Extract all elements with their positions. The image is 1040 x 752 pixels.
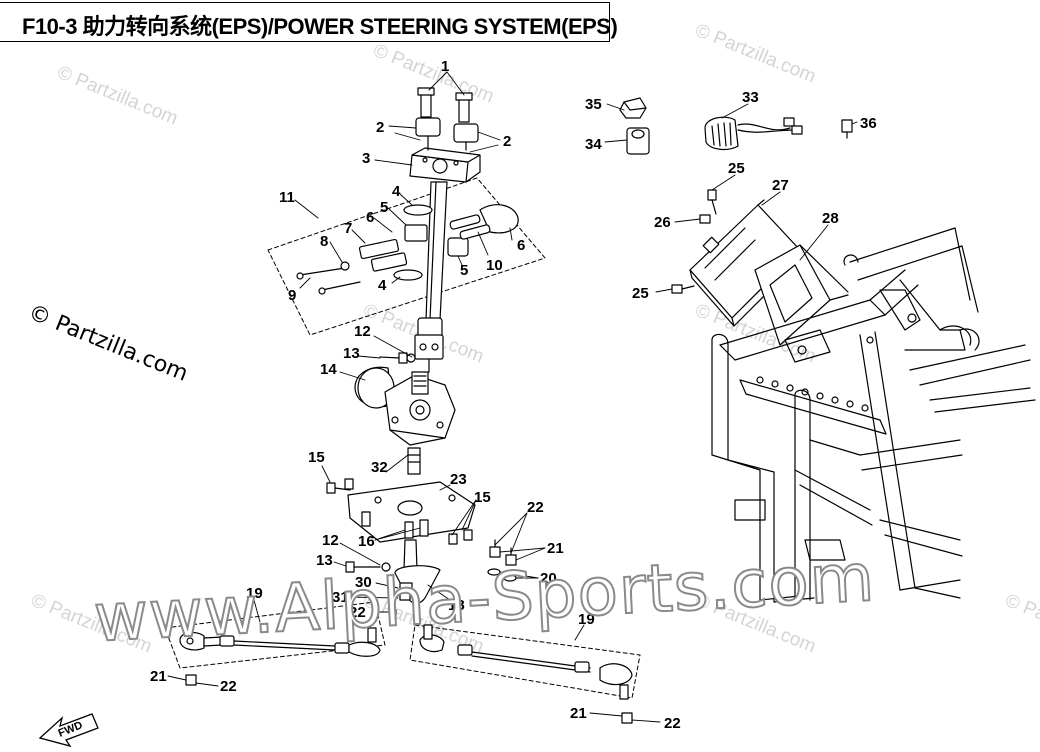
callout-9: 9 [288, 287, 296, 304]
pitman-arm [394, 539, 441, 621]
callout-20: 20 [540, 570, 557, 587]
tie-rod-left [179, 627, 381, 686]
callout-1: 1 [441, 58, 449, 75]
callout-2: 2 [503, 133, 511, 150]
callout-18: 18 [448, 597, 465, 614]
callout-15: 15 [474, 489, 491, 506]
callout-30: 30 [355, 574, 372, 591]
part-group-19-left-outline [164, 601, 386, 669]
callout-7: 7 [344, 220, 352, 237]
callout-32: 32 [371, 459, 388, 476]
callout-22: 22 [527, 499, 544, 516]
column-clamp-parts [296, 204, 519, 295]
callout-6: 6 [517, 237, 525, 254]
callout-16: 16 [358, 533, 375, 550]
callout-2: 2 [376, 119, 384, 136]
callout-22: 22 [349, 604, 366, 621]
callout-3: 3 [362, 150, 370, 167]
callout-21: 21 [547, 540, 564, 557]
pitman-bolts [345, 561, 391, 573]
callout-31: 31 [332, 589, 349, 606]
callout-36: 36 [860, 115, 877, 132]
part-35-cap [619, 97, 647, 119]
callout-12: 12 [322, 532, 339, 549]
vehicle-frame [711, 227, 1036, 603]
callout-6: 6 [366, 209, 374, 226]
universal-joint [414, 317, 444, 373]
callout-23: 23 [450, 471, 467, 488]
leader-lines [167, 71, 858, 723]
callout-35: 35 [585, 96, 602, 113]
callout-27: 27 [772, 177, 789, 194]
callout-13: 13 [343, 345, 360, 362]
callout-5: 5 [460, 262, 468, 279]
callout-33: 33 [742, 89, 759, 106]
part-group-19-right-outline [409, 624, 641, 699]
callout-21: 21 [150, 668, 167, 685]
eps-motor-unit [354, 366, 456, 475]
callout-11: 11 [279, 189, 295, 206]
steering-column [409, 147, 481, 321]
callout-26: 26 [654, 214, 671, 231]
plate-bolts-15 [326, 478, 473, 545]
callout-8: 8 [320, 233, 328, 250]
part-34-grommet [626, 127, 650, 155]
callout-22: 22 [220, 678, 237, 695]
callout-12: 12 [354, 323, 371, 340]
eps-bracket [754, 244, 849, 346]
callout-19: 19 [246, 585, 263, 602]
eps-mount-plate [347, 481, 476, 543]
callout-14: 14 [320, 361, 337, 378]
callout-15: 15 [308, 449, 325, 466]
column-mount-bolts [415, 87, 479, 151]
callout-22: 22 [664, 715, 681, 732]
callout-25: 25 [728, 160, 745, 177]
part-group-11-outline [267, 177, 546, 336]
callout-13: 13 [316, 552, 333, 569]
callout-labels: 1 2 2 3 4 4 5 5 6 6 7 8 9 10 11 12 12 13… [150, 58, 877, 732]
part-36-clip [841, 119, 853, 139]
fwd-arrow: FWD [38, 713, 99, 748]
callout-4: 4 [392, 183, 401, 200]
callout-4: 4 [378, 277, 387, 294]
callout-19: 19 [578, 611, 595, 628]
callout-34: 34 [585, 136, 602, 153]
callout-28: 28 [822, 210, 839, 227]
part-33-sensor [704, 116, 803, 151]
tie-rod-right [419, 624, 633, 724]
callout-25: 25 [632, 285, 649, 302]
callout-10: 10 [486, 257, 503, 274]
ujoint-bolts [379, 352, 416, 364]
title-box: F10-3 助力转向系统(EPS)/POWER STEERING SYSTEM(… [0, 2, 618, 42]
page-title: F10-3 助力转向系统(EPS)/POWER STEERING SYSTEM(… [22, 14, 618, 39]
callout-21: 21 [570, 705, 587, 722]
callout-5: 5 [380, 199, 388, 216]
